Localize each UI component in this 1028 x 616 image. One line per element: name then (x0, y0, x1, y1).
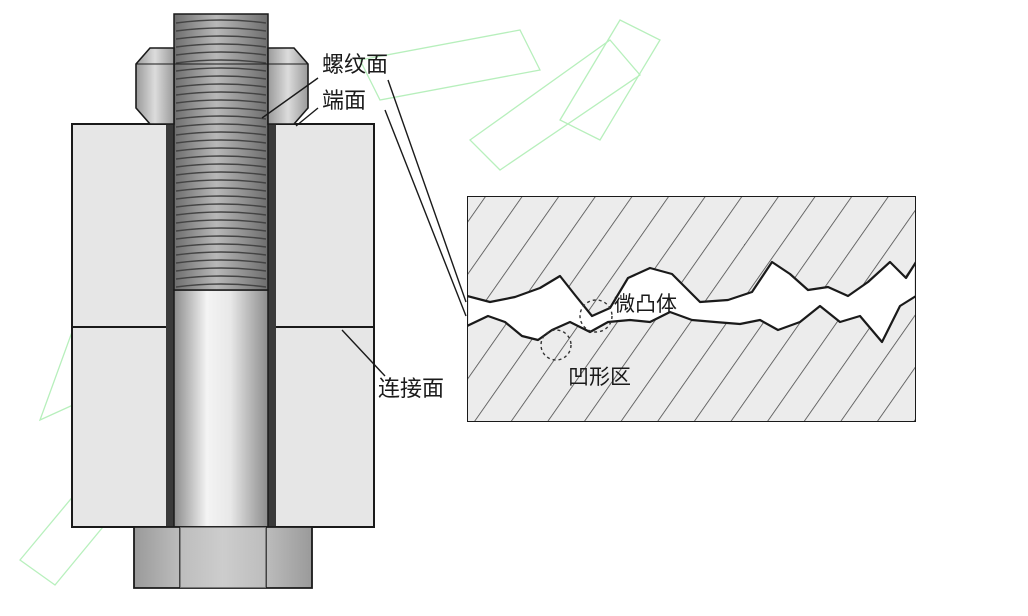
thread-crest (175, 163, 267, 168)
thread-crest (175, 123, 267, 128)
asperity-label: 微凸体 (614, 292, 677, 316)
thread-crest (175, 115, 267, 120)
thread-crest (175, 91, 267, 96)
bolt-thread (173, 13, 269, 291)
asperity-marker (579, 299, 613, 333)
thread-crest (175, 171, 267, 176)
thread-crest (175, 27, 267, 32)
thread-crest (175, 75, 267, 80)
top-nut (135, 47, 309, 125)
bolt-shank (173, 289, 269, 528)
thread-crest (175, 211, 267, 216)
thread-crest (175, 235, 267, 240)
thread-crest (175, 147, 267, 152)
thread-crest (175, 243, 267, 248)
joint-surface-label: 连接面 (378, 377, 444, 402)
valley-label: 凹形区 (568, 365, 631, 389)
thread-crest (175, 203, 267, 208)
thread-crest (175, 155, 267, 160)
thread-crest (175, 187, 267, 192)
contact-detail (467, 196, 916, 422)
thread-crest (175, 43, 267, 48)
thread-crest (175, 131, 267, 136)
thread-crest (175, 267, 267, 272)
contact-gap (467, 260, 916, 344)
thread-crest (175, 67, 267, 72)
thread-crest (175, 251, 267, 256)
thread-crest (175, 107, 267, 112)
thread-crest (175, 59, 267, 64)
thread-crest (175, 51, 267, 56)
thread-crest (175, 227, 267, 232)
leader-lines (261, 77, 467, 377)
bottom-nut (133, 526, 313, 589)
thread-crest (175, 99, 267, 104)
valley-marker (540, 329, 572, 361)
thread-crest (175, 219, 267, 224)
thread-crest (175, 19, 267, 24)
thread-crest (175, 139, 267, 144)
thread-crest (175, 275, 267, 280)
end-face-label: 端面 (322, 89, 366, 114)
thread-crest (175, 195, 267, 200)
thread-crest (175, 35, 267, 40)
thread-crest (175, 179, 267, 184)
thread-crest (175, 259, 267, 264)
thread-crest (175, 83, 267, 88)
thread-surface-label: 螺纹面 (322, 53, 388, 78)
thread-crest (175, 283, 267, 288)
